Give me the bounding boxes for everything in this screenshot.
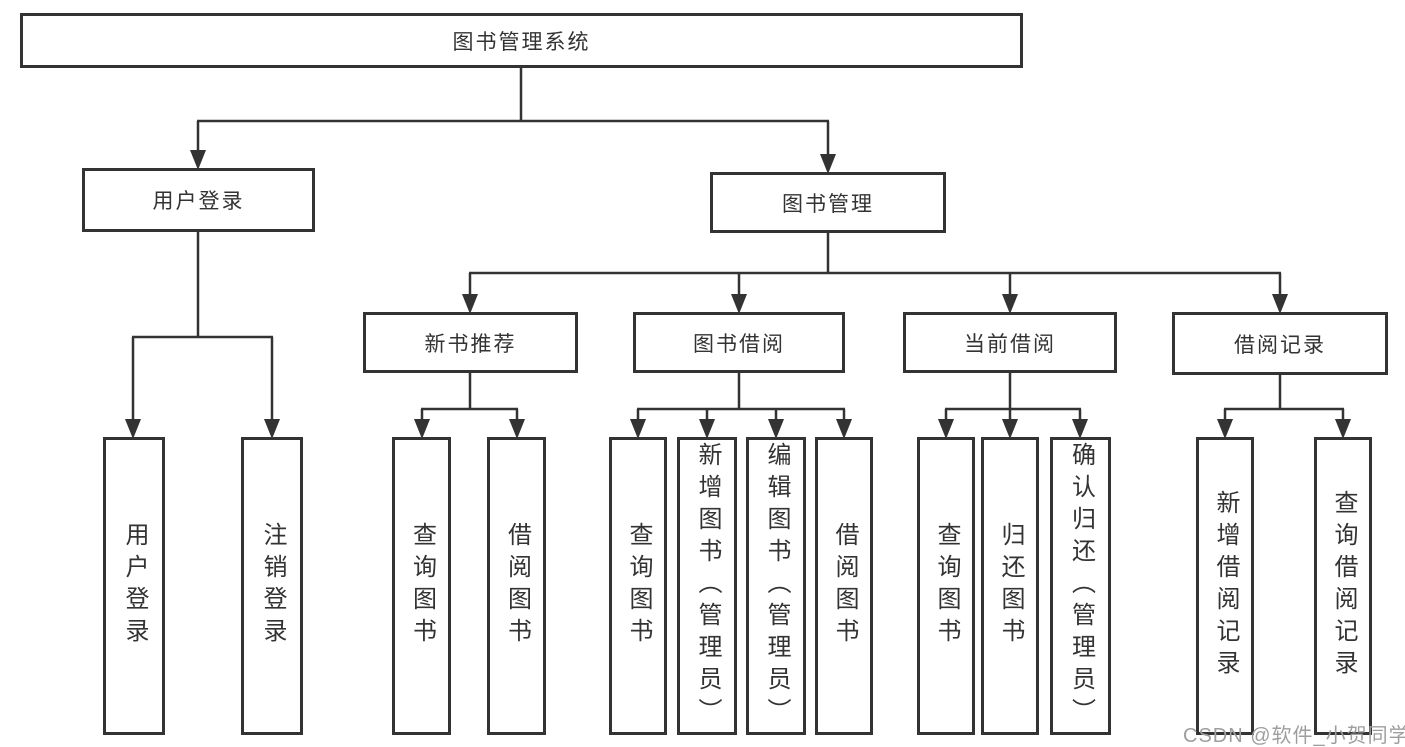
node-label: 新增图书（管理员） xyxy=(694,442,721,730)
branch-book-borrowing xyxy=(637,373,845,411)
arrowhead-book-borrowing xyxy=(731,294,747,314)
node-book-borrowing: 图书借阅 xyxy=(633,312,845,373)
branch-new-book-recommendation xyxy=(421,373,518,411)
node-label: 用户登录 xyxy=(152,190,245,213)
leaf-borrow-books-recommend: 借阅图书 xyxy=(487,437,546,735)
leaf-add-books-admin: 新增图书（管理员） xyxy=(677,437,737,735)
node-library-management-system: 图书管理系统 xyxy=(20,13,1023,68)
node-label: 借阅图书 xyxy=(831,522,858,650)
arrowhead-user-login-branch xyxy=(190,150,206,170)
node-label: 编辑图书（管理员） xyxy=(763,442,790,730)
arrowhead-leaf-record-add xyxy=(1217,419,1233,439)
leaf-query-books-current: 查询图书 xyxy=(917,437,975,735)
branch-root xyxy=(197,68,829,123)
arrowhead-leaf-confirm-return xyxy=(1072,419,1088,439)
arrow-shafts-level3 xyxy=(131,273,1282,421)
arrowhead-leaf-borrow-query xyxy=(630,419,646,439)
leaf-return-books: 归还图书 xyxy=(981,437,1039,735)
node-label: 图书借阅 xyxy=(693,332,785,356)
arrowhead-leaf-user-login xyxy=(125,419,141,439)
arrowhead-borrowing-records xyxy=(1272,294,1288,314)
node-label: 查询图书 xyxy=(408,522,436,650)
leaf-query-books-borrow: 查询图书 xyxy=(609,437,667,735)
node-label: 借阅记录 xyxy=(1234,333,1326,357)
tree-stems-and-bars xyxy=(131,68,1345,421)
branch-borrowing-records xyxy=(1224,375,1344,411)
node-label: 图书管理 xyxy=(782,192,874,216)
node-label: 归还图书 xyxy=(997,522,1024,650)
node-book-management-branch: 图书管理 xyxy=(710,172,946,233)
node-label: 用户登录 xyxy=(121,522,148,650)
arrowhead-leaf-recommend-borrow xyxy=(509,419,525,439)
node-label: 查询图书 xyxy=(933,522,960,650)
branch-book-management xyxy=(469,233,1281,275)
arrowhead-new-book-recommendation xyxy=(462,294,478,314)
leaf-query-borrow-record: 查询借阅记录 xyxy=(1314,437,1372,735)
node-label: 图书管理系统 xyxy=(452,30,591,54)
leaf-user-login: 用户登录 xyxy=(103,437,165,735)
node-borrowing-records: 借阅记录 xyxy=(1172,312,1388,375)
arrow-shafts-level2 xyxy=(196,121,830,156)
arrowhead-leaf-logout xyxy=(264,419,280,439)
arrowhead-leaf-recommend-query xyxy=(414,419,430,439)
arrow-shafts-leaves xyxy=(420,409,1345,421)
node-label: 新增借阅记录 xyxy=(1212,490,1239,682)
node-current-borrowing: 当前借阅 xyxy=(903,312,1117,373)
node-new-book-recommendation: 新书推荐 xyxy=(363,312,578,373)
node-label: 查询图书 xyxy=(625,522,652,650)
arrowhead-leaf-borrow-borrow xyxy=(836,419,852,439)
node-user-login-branch: 用户登录 xyxy=(82,168,315,232)
node-label: 新书推荐 xyxy=(424,332,517,356)
arrowhead-leaf-record-query xyxy=(1335,419,1351,439)
leaf-logout: 注销登录 xyxy=(241,437,303,735)
leaf-query-books-recommend: 查询图书 xyxy=(392,437,451,735)
arrowhead-current-borrowing xyxy=(1002,294,1018,314)
branch-user-login xyxy=(132,232,273,339)
arrowhead-leaf-current-query xyxy=(938,419,954,439)
leaf-confirm-return-admin: 确认归还（管理员） xyxy=(1050,437,1111,735)
node-label: 查询借阅记录 xyxy=(1330,490,1357,682)
arrowhead-leaf-current-return xyxy=(1002,419,1018,439)
node-label: 确认归还（管理员） xyxy=(1067,442,1095,730)
branch-current-borrowing xyxy=(945,373,1081,411)
node-label: 借阅图书 xyxy=(503,522,531,650)
arrowhead-book-management-branch xyxy=(820,154,836,174)
arrowhead-leaf-borrow-add xyxy=(699,419,715,439)
arrowheads xyxy=(125,150,1351,439)
arrowhead-leaf-borrow-edit xyxy=(768,419,784,439)
leaf-edit-books-admin: 编辑图书（管理员） xyxy=(746,437,806,735)
node-label: 当前借阅 xyxy=(964,332,1056,356)
node-label: 注销登录 xyxy=(259,522,286,650)
watermark: CSDN @软件_小贺同学 xyxy=(1183,725,1405,747)
leaf-borrow-books-borrow: 借阅图书 xyxy=(815,437,873,735)
leaf-add-borrow-record: 新增借阅记录 xyxy=(1196,437,1254,735)
